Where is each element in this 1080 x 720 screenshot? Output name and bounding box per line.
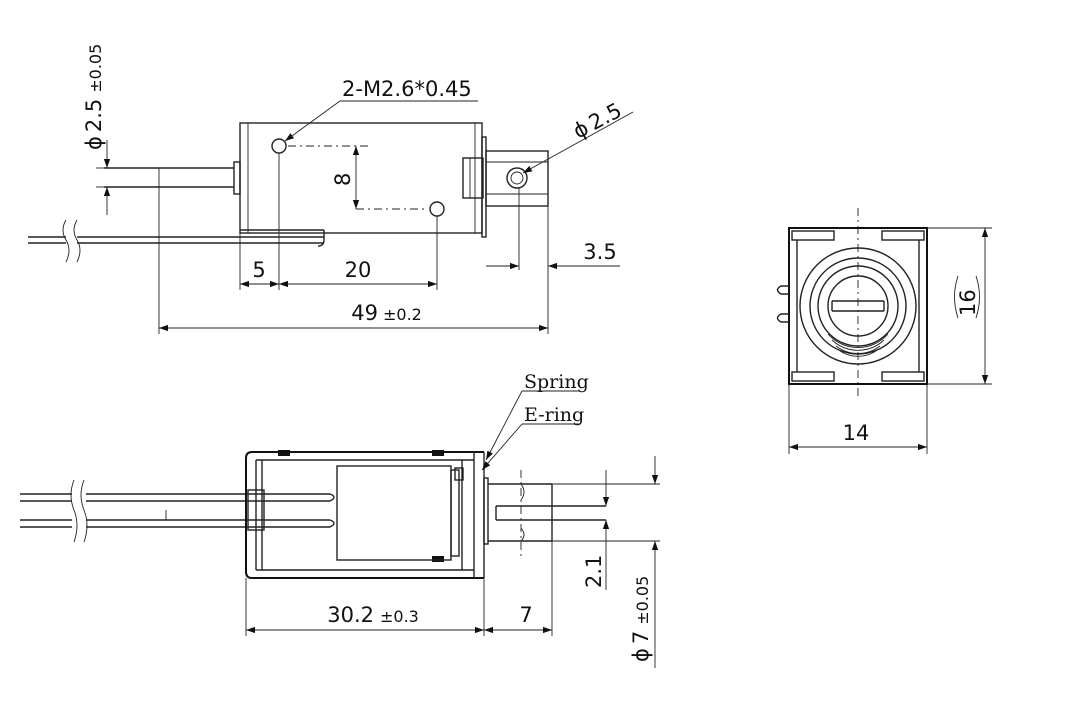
body-length-dimension: 30.2 ±0.3	[246, 603, 484, 634]
top-view: ϕ2.5±0.05 2-M2.6*0.45 8 ϕ2.5	[28, 44, 634, 334]
body-length-tolerance: ±0.3	[380, 607, 419, 626]
dimension-20-value: 20	[345, 258, 372, 282]
rear-shaft	[104, 161, 241, 195]
shaft-diameter-tolerance: ±0.05	[86, 44, 105, 93]
slot-width-dimension: 2.1	[582, 470, 610, 590]
ering-label: E-ring	[524, 404, 584, 426]
mounting-hole-upper	[271, 138, 287, 154]
svg-text:ϕ2.5±0.05: ϕ 2.5 ±0.05	[82, 44, 106, 150]
plunger-diameter-symbol: ϕ	[629, 648, 653, 662]
spring-callout: Spring	[485, 371, 589, 461]
dimension-20: 20	[279, 258, 437, 288]
overall-length-value: 49	[351, 301, 378, 325]
end-width-dimension: 14	[788, 384, 928, 454]
pin-hole	[506, 167, 528, 189]
end-height-dimension: 16	[927, 227, 992, 385]
end-width-value: 14	[843, 421, 870, 445]
plunger-diameter-value: 7	[629, 631, 653, 644]
thread-callout: 2-M2.6*0.45	[284, 77, 478, 142]
end-height-value: 16	[956, 289, 980, 316]
dimension-3-5-value: 3.5	[583, 240, 616, 264]
end-view: 16 14	[776, 208, 992, 454]
diameter-symbol: ϕ	[82, 136, 106, 150]
bottom-view: Spring E-ring 30.2 ±0.3 7 2	[20, 371, 660, 668]
hole-spacing-value: 8	[331, 173, 355, 186]
solenoid-body-top	[239, 122, 487, 238]
overall-length-tolerance: ±0.2	[383, 305, 422, 324]
plunger-extension-dimension: 7	[484, 603, 552, 634]
plunger-extension-value: 7	[519, 603, 532, 627]
dimension-5: 5	[240, 258, 279, 288]
plunger-diameter-dimension: ϕ 7 ±0.05	[629, 456, 659, 668]
wire-leads-bottom	[20, 479, 335, 543]
wire-lead	[28, 219, 325, 263]
svg-text:ϕ2.5: ϕ2.5	[569, 98, 626, 143]
shaft-diameter-dimension: ϕ 2.5 ±0.05	[82, 44, 111, 215]
spring-label: Spring	[524, 371, 589, 393]
front-plunger	[462, 150, 549, 207]
plunger-diameter-tolerance: ±0.05	[633, 576, 652, 625]
dimension-5-value: 5	[252, 258, 265, 282]
mounting-hole-lower	[429, 201, 445, 217]
frame-bottom	[245, 450, 485, 579]
ering-callout: E-ring	[481, 404, 584, 471]
body-length-value: 30.2	[327, 603, 374, 627]
slot-width-value: 2.1	[582, 555, 606, 588]
dimension-3-5: 3.5	[486, 240, 620, 270]
plunger-bottom	[483, 470, 606, 556]
shaft-diameter-value: 2.5	[82, 99, 106, 132]
hole-spacing-dimension: 8	[331, 146, 360, 209]
overall-length-dimension: 49 ±0.2	[159, 301, 548, 332]
pin-hole-diameter-value: 2.5	[585, 98, 626, 135]
svg-text:ϕ7±0.05: ϕ 7 ±0.05	[629, 576, 653, 662]
thread-callout-label: 2-M2.6*0.45	[342, 77, 472, 101]
